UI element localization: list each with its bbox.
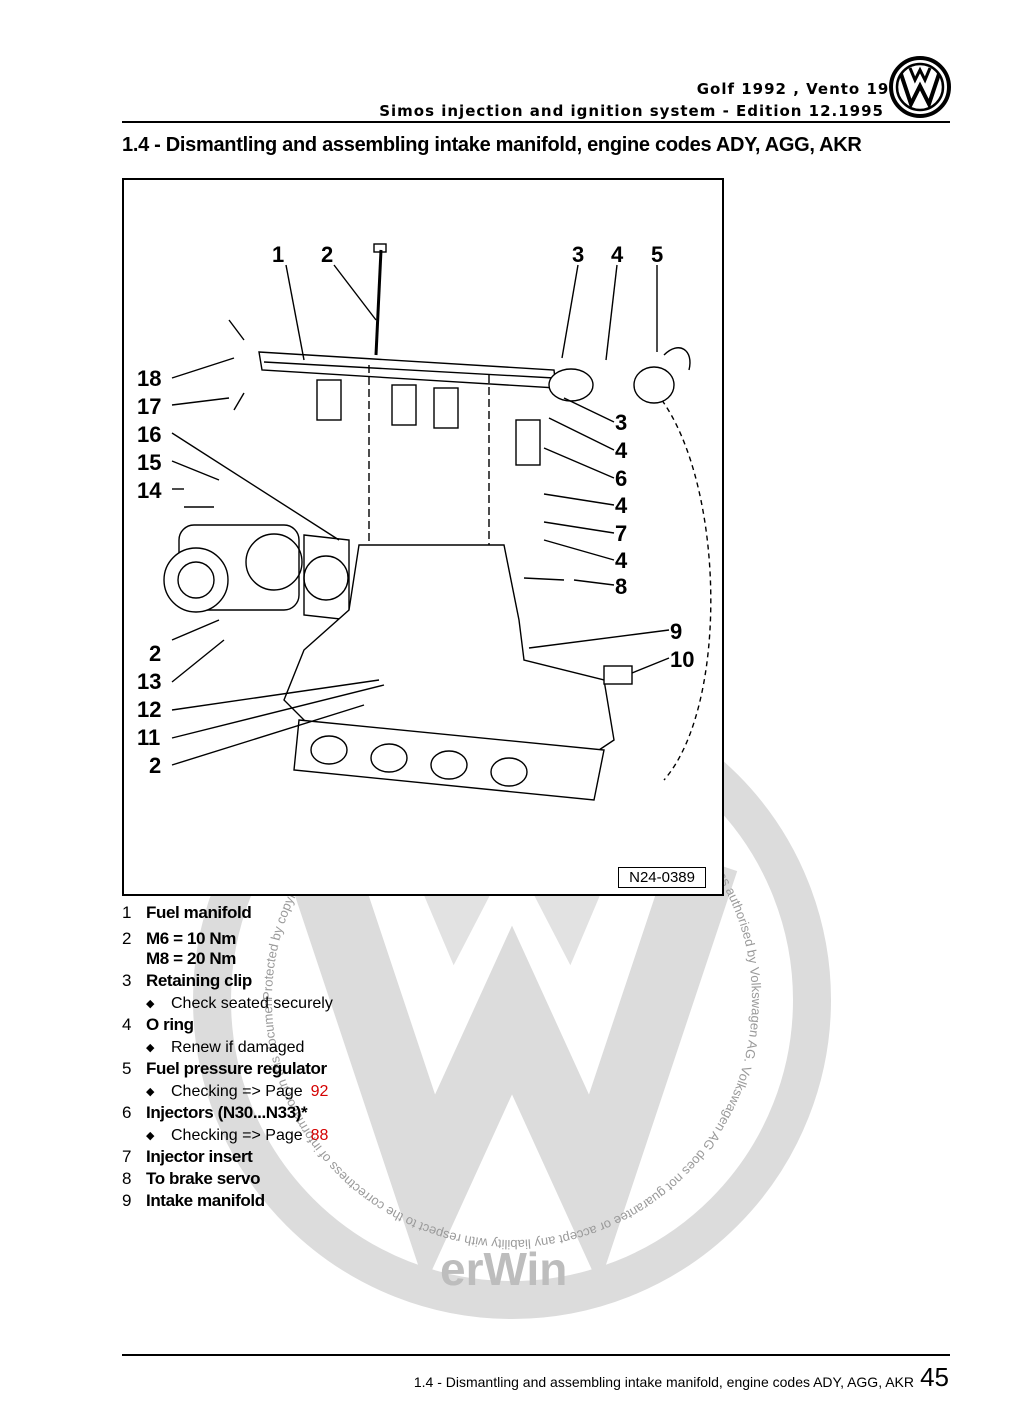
legend-number: 2 xyxy=(122,929,132,948)
callout-left-11: 11 xyxy=(137,725,161,750)
callout-right-4c: 4 xyxy=(615,548,628,573)
callout-right-4a: 4 xyxy=(615,438,628,463)
legend-item: 4 O ring xyxy=(122,1015,682,1035)
callout-right-8: 8 xyxy=(615,574,628,599)
legend-number: 3 xyxy=(122,971,132,990)
legend-item: 8 To brake servo xyxy=(122,1169,682,1189)
legend-subitem-text: Checking => Page xyxy=(171,1083,303,1100)
callout-left-17: 17 xyxy=(137,394,162,419)
legend-label: Fuel manifold xyxy=(146,903,252,922)
callout-top-4: 4 xyxy=(611,242,624,267)
callout-left-2a: 2 xyxy=(149,641,162,666)
watermark-brand: erWin xyxy=(440,1243,567,1295)
legend-number: 5 xyxy=(122,1059,132,1078)
legend-number: 6 xyxy=(122,1103,132,1122)
legend-item: 9 Intake manifold xyxy=(122,1191,682,1211)
legend-subitem: ◆ Check seated securely xyxy=(122,993,682,1015)
legend-label: Injector insert xyxy=(146,1147,253,1166)
page-number: 45 xyxy=(920,1362,949,1392)
torque-m6: M6 = 10 Nm xyxy=(146,929,237,948)
parts-legend: 1 Fuel manifold 2 M6 = 10 Nm M8 = 20 Nm … xyxy=(122,903,682,1213)
legend-label: Fuel pressure regulator xyxy=(146,1059,327,1078)
page-link-92[interactable]: 92 xyxy=(310,1083,329,1100)
torque-m8: M8 = 20 Nm xyxy=(146,949,237,968)
legend-label: Intake manifold xyxy=(146,1191,265,1210)
bullet-diamond-icon: ◆ xyxy=(146,998,155,1010)
legend-label: To brake servo xyxy=(146,1169,261,1188)
bullet-diamond-icon: ◆ xyxy=(146,1086,155,1098)
legend-label: M6 = 10 Nm M8 = 20 Nm xyxy=(146,929,236,969)
legend-subitem: ◆ Checking => Page 88 xyxy=(122,1125,682,1147)
legend-label: O ring xyxy=(146,1015,194,1034)
legend-label: Retaining clip xyxy=(146,971,252,990)
legend-number: 7 xyxy=(122,1147,132,1166)
bullet-diamond-icon: ◆ xyxy=(146,1042,155,1054)
section-title: 1.4 - Dismantling and assembling intake … xyxy=(122,134,862,156)
callout-top-2: 2 xyxy=(321,242,334,267)
footer-section-title: 1.4 - Dismantling and assembling intake … xyxy=(413,1374,914,1390)
page-link-88[interactable]: 88 xyxy=(310,1127,329,1144)
legend-item: 2 M6 = 10 Nm M8 = 20 Nm xyxy=(122,929,682,969)
callout-left-14: 14 xyxy=(137,478,162,503)
header-rule xyxy=(122,121,950,123)
figure-reference: N24-0389 xyxy=(618,867,706,888)
callout-top-5: 5 xyxy=(651,242,664,267)
legend-item: 6 Injectors (N30...N33)* xyxy=(122,1103,682,1123)
vw-logo-icon xyxy=(889,56,951,118)
legend-number: 1 xyxy=(122,903,132,922)
callout-left-2b: 2 xyxy=(149,753,162,778)
callout-right-6: 6 xyxy=(615,466,628,491)
header-system-line: Simos injection and ignition system - Ed… xyxy=(379,102,884,120)
legend-item: 7 Injector insert xyxy=(122,1147,682,1167)
exploded-view-drawing xyxy=(163,243,712,801)
callout-left-12: 12 xyxy=(137,697,162,722)
legend-item: 1 Fuel manifold xyxy=(122,903,682,923)
header-model-line: Golf 1992 , Vento 1992 ➤ xyxy=(696,80,932,98)
exploded-view-figure: 1 2 3 4 5 18 17 16 15 14 2 13 12 11 2 3 … xyxy=(122,178,724,896)
callout-right-3: 3 xyxy=(615,410,628,435)
bullet-diamond-icon: ◆ xyxy=(146,1130,155,1142)
callout-top-1: 1 xyxy=(272,242,285,267)
legend-subitem-text: Renew if damaged xyxy=(171,1039,305,1056)
legend-subitem: ◆ Renew if damaged xyxy=(122,1037,682,1059)
legend-item: 5 Fuel pressure regulator xyxy=(122,1059,682,1079)
callout-top-3: 3 xyxy=(572,242,585,267)
callout-right-10: 10 xyxy=(670,647,695,672)
legend-item: 3 Retaining clip xyxy=(122,971,682,991)
callout-left-15: 15 xyxy=(137,450,162,475)
legend-label: Injectors (N30...N33)* xyxy=(146,1103,308,1122)
callout-right-7: 7 xyxy=(615,521,628,546)
legend-subitem-text: Check seated securely xyxy=(171,995,333,1012)
legend-subitem: ◆ Checking => Page 92 xyxy=(122,1081,682,1103)
callout-left-13: 13 xyxy=(137,669,162,694)
callout-right-4b: 4 xyxy=(615,493,628,518)
legend-number: 8 xyxy=(122,1169,132,1188)
callout-left-16: 16 xyxy=(137,422,162,447)
footer-rule xyxy=(122,1354,950,1356)
legend-subitem-text: Checking => Page xyxy=(171,1127,303,1144)
callout-left-18: 18 xyxy=(137,366,162,391)
callout-right-9: 9 xyxy=(670,619,683,644)
legend-number: 9 xyxy=(122,1191,132,1210)
legend-number: 4 xyxy=(122,1015,132,1034)
